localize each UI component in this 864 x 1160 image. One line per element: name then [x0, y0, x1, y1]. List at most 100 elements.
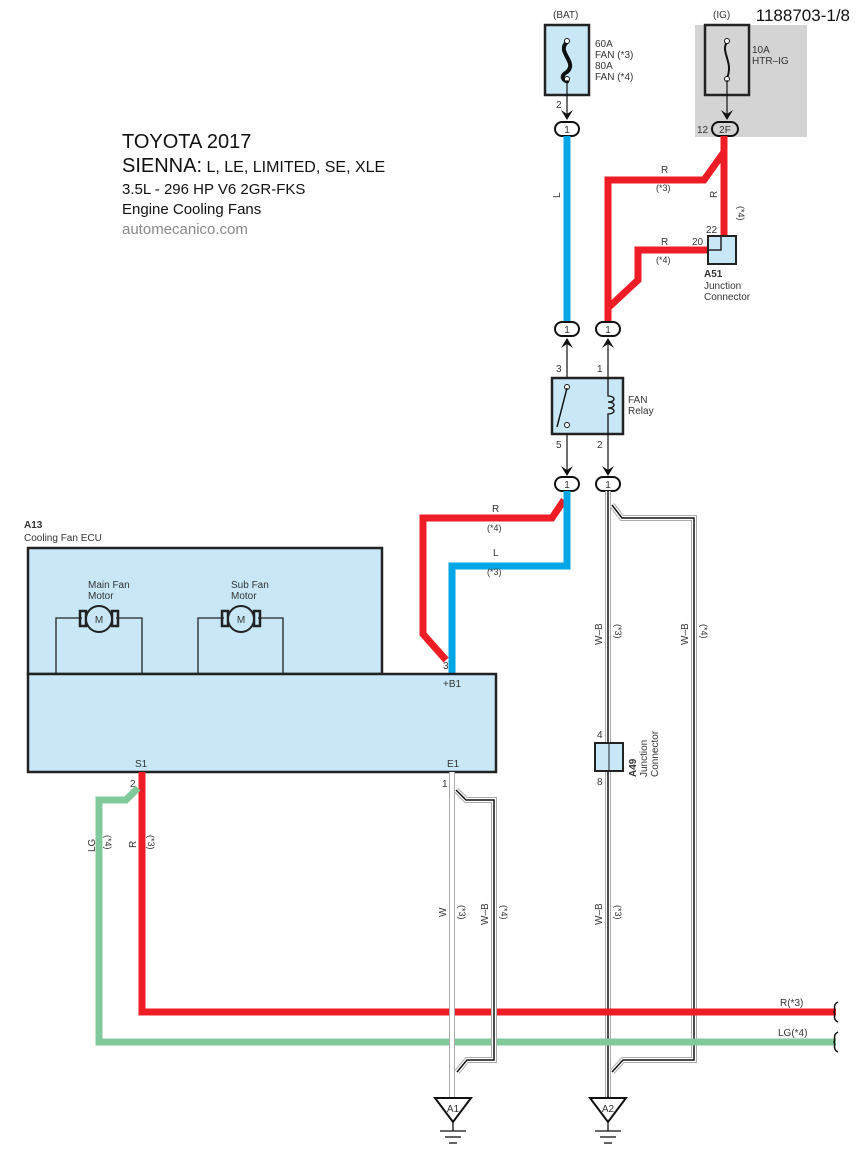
connector-label: 1	[564, 325, 570, 336]
wire-r4-label: R	[709, 191, 720, 198]
a49-name1: Junction	[639, 740, 650, 777]
ecu-b1-pin-num: 3	[443, 661, 449, 672]
sub-motor-glyph: M	[237, 615, 245, 626]
wire-r-out-label: R(*3)	[780, 998, 803, 1009]
wire-r-s1-label: R	[128, 841, 139, 848]
wire-l-b1-3[interactable]	[448, 491, 571, 674]
arrow-icon	[561, 466, 573, 476]
model-name: SIENNA:	[122, 155, 203, 177]
wire-l-b1-variant: (*3)	[487, 567, 502, 577]
wire-w-label: W	[438, 907, 449, 917]
sub-motor-label1: Sub Fan	[231, 580, 269, 591]
wire-wb-variant: (*4)	[499, 905, 509, 920]
a51-pin-left: 20	[692, 237, 704, 248]
ig-fuse-line2: HTR–IG	[752, 56, 789, 67]
wire-r4b-variant: (*4)	[656, 255, 671, 265]
wire-wb-label: W–B	[480, 903, 491, 925]
bat-fuse-line4: FAN (*4)	[595, 72, 633, 83]
title-system: Engine Cooling Fans	[122, 201, 262, 218]
ecu-name: Cooling Fan ECU	[24, 533, 102, 544]
wire-wb-relay-4[interactable]	[609, 503, 697, 1075]
wire-r-a51-4[interactable]	[605, 246, 708, 311]
arrow-icon	[721, 110, 733, 120]
wire-lg-s1-4[interactable]	[95, 785, 836, 1046]
connector-ig-label: 2F	[719, 125, 731, 136]
connector-bat-label: 1	[564, 125, 570, 136]
wire-r3-variant: (*3)	[656, 183, 671, 193]
bat-fuse-line2: FAN (*3)	[595, 50, 633, 61]
wire-r-b1-label: R	[492, 504, 499, 515]
bat-fuse-label: (BAT)	[553, 10, 578, 21]
wire-lg-variant: (*4)	[103, 835, 113, 850]
wire-r-ig-3[interactable]	[604, 149, 727, 322]
model-trims: L, LE, LIMITED, SE, XLE	[202, 159, 386, 176]
ig-fuse-line1: 10A	[752, 45, 770, 56]
wire-w-variant: (*3)	[457, 905, 467, 920]
wire-r-b1-4[interactable]	[419, 498, 567, 663]
wire-wb-label: W–B	[594, 623, 605, 645]
ecu-b1-pin: +B1	[443, 679, 462, 690]
junction-a51[interactable]	[707, 235, 737, 265]
ground-a2-label: A2	[602, 1104, 615, 1115]
relay-name1: FAN	[628, 395, 647, 406]
a51-code: A51	[704, 269, 723, 280]
bat-fuse-line3: 80A	[595, 61, 613, 72]
wire-break-icon	[832, 1001, 839, 1023]
a51-pin-top: 22	[706, 225, 718, 236]
main-motor-label2: Motor	[88, 591, 114, 602]
wire-break-icon	[832, 1031, 839, 1053]
wire-r-b1-variant: (*4)	[487, 523, 502, 533]
connector-label: 1	[605, 480, 611, 491]
relay-pin3: 3	[556, 364, 562, 375]
ground-a1-label: A1	[447, 1104, 460, 1115]
wire-wb-e1-4[interactable]	[453, 787, 497, 1074]
ground-a1[interactable]	[433, 1097, 473, 1144]
arrow-icon	[561, 110, 573, 120]
a51-name1: Junction	[704, 281, 741, 292]
a49-pin-bottom: 8	[597, 777, 603, 788]
wire-lg-out-label: LG(*4)	[778, 1028, 807, 1039]
junction-a49[interactable]	[594, 742, 624, 772]
main-fan-motor	[55, 605, 143, 674]
wire-wb-variant: (*4)	[699, 624, 709, 639]
a51-name2: Connector	[704, 292, 751, 303]
wire-r-s1-3[interactable]	[138, 772, 836, 1016]
title-make-year: TOYOTA 2017	[122, 131, 252, 153]
bat-pin: 2	[556, 100, 562, 111]
connector-relay-in-3	[554, 321, 580, 337]
relay-name2: Relay	[628, 406, 654, 417]
bat-fuse-line1: 60A	[595, 39, 613, 50]
relay-pin2: 2	[597, 440, 603, 451]
connector-label: 1	[605, 325, 611, 336]
relay-pin1: 1	[597, 364, 603, 375]
main-motor-glyph: M	[95, 615, 103, 626]
title-block: TOYOTA 2017 SIENNA: L, LE, LIMITED, SE, …	[122, 130, 385, 240]
sub-motor-label2: Motor	[231, 591, 257, 602]
ig-fuse-label: (IG)	[713, 10, 730, 21]
a49-name2: Connector	[650, 730, 661, 777]
ecu-code: A13	[24, 520, 43, 531]
title-engine: 3.5L - 296 HP V6 2GR-FKS	[122, 181, 306, 198]
fan-relay[interactable]	[550, 376, 625, 436]
ecu-e1-pin-num: 1	[442, 779, 448, 790]
ground-a2[interactable]	[588, 1097, 628, 1144]
wire-l-b1-label: L	[493, 548, 499, 559]
ig-pin: 12	[697, 125, 709, 136]
a49-code: A49	[628, 758, 639, 777]
wire-wb-variant: (*3)	[613, 624, 623, 639]
connector-label: 1	[564, 480, 570, 491]
wire-wb-variant: (*3)	[613, 905, 623, 920]
wire-r4b-label: R	[661, 237, 668, 248]
main-motor-label1: Main Fan	[88, 580, 130, 591]
wire-l-label: L	[552, 192, 563, 198]
ecu-s1-pin-num: 2	[130, 779, 136, 790]
ecu-s1-pin: S1	[135, 759, 148, 770]
ecu-e1-pin: E1	[447, 759, 460, 770]
a49-pin-top: 4	[597, 730, 603, 741]
wire-wb-label: W–B	[680, 623, 691, 645]
wire-r3-label: R	[661, 165, 668, 176]
title-model: SIENNA: L, LE, LIMITED, SE, XLE	[122, 154, 385, 180]
sub-fan-motor	[197, 605, 284, 674]
wire-lg-label: LG	[87, 838, 98, 852]
